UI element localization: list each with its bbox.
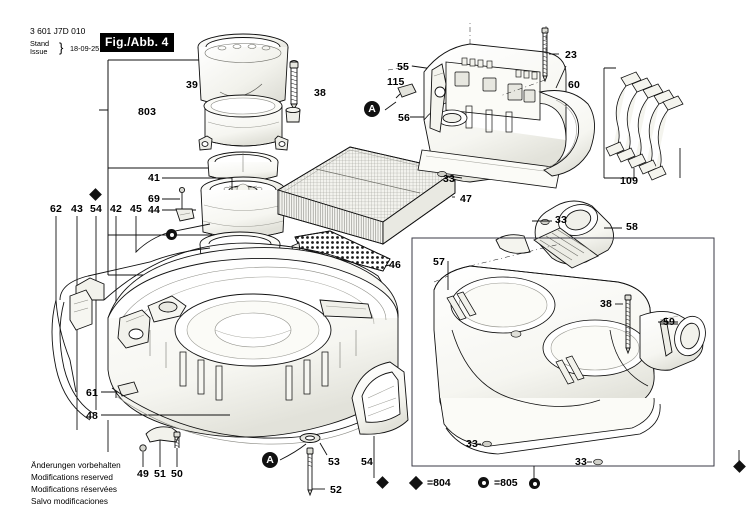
callout-47: 47 bbox=[460, 193, 473, 205]
callout-53: 53 bbox=[328, 456, 341, 468]
callout-54-left: 54 bbox=[90, 203, 103, 215]
callout-60: 60 bbox=[568, 79, 581, 91]
brace-glyph: } bbox=[59, 40, 64, 55]
callout-44: 44 bbox=[148, 204, 161, 216]
marker-a-bottom: A bbox=[262, 452, 278, 468]
footer-line-fr: Modifications réservées bbox=[31, 485, 118, 494]
marker-circle-805-body bbox=[166, 229, 177, 240]
marker-a-top: A bbox=[364, 101, 380, 117]
callout-33-filter: 33 bbox=[443, 173, 456, 185]
callout-56: 56 bbox=[398, 112, 411, 124]
callout-38-right: 38 bbox=[600, 298, 613, 310]
issue-date: 18-09-25 bbox=[70, 44, 100, 53]
legend-circle-icon bbox=[478, 477, 489, 488]
issue-label: Issue bbox=[30, 47, 48, 56]
callout-50: 50 bbox=[171, 468, 184, 480]
callout-803: 803 bbox=[138, 106, 157, 118]
callout-46: 46 bbox=[389, 259, 402, 271]
marker-circle-805-bottom bbox=[529, 478, 540, 489]
callout-38-top: 38 bbox=[314, 87, 327, 99]
stand-label: Stand bbox=[30, 39, 50, 48]
callout-48: 48 bbox=[86, 410, 99, 422]
legend-circle-text: =805 bbox=[494, 477, 518, 489]
footer-line-en: Modifications reserved bbox=[31, 473, 113, 482]
callout-49: 49 bbox=[137, 468, 150, 480]
callout-39: 39 bbox=[186, 79, 199, 91]
callout-62: 62 bbox=[50, 203, 63, 215]
callout-52: 52 bbox=[330, 484, 343, 496]
callout-57: 57 bbox=[433, 256, 446, 268]
callout-61: 61 bbox=[86, 387, 99, 399]
callout-55: 55 bbox=[397, 61, 410, 73]
callout-33-skirt-left: 33 bbox=[466, 438, 479, 450]
callout-45: 45 bbox=[130, 203, 143, 215]
callout-69: 69 bbox=[148, 193, 161, 205]
callout-23: 23 bbox=[565, 49, 578, 61]
footer-line-es: Salvo modificaciones bbox=[31, 497, 108, 506]
figure-badge: Fig./Abb. 4 bbox=[100, 33, 174, 52]
callout-41: 41 bbox=[148, 172, 161, 184]
callout-54-bottom: 54 bbox=[361, 456, 374, 468]
callout-58: 58 bbox=[626, 221, 639, 233]
callout-42: 42 bbox=[110, 203, 123, 215]
part-code: 3 601 J7D 010 bbox=[30, 26, 86, 36]
callout-59: 59 bbox=[663, 316, 676, 328]
callout-33-motor: 33 bbox=[555, 214, 568, 226]
callout-33-skirt-right: 33 bbox=[575, 456, 588, 468]
callout-51: 51 bbox=[154, 468, 167, 480]
callout-43: 43 bbox=[71, 203, 84, 215]
legend-diamond-text: =804 bbox=[427, 477, 451, 489]
callout-115: 115 bbox=[387, 76, 405, 88]
footer-line-de: Änderungen vorbehalten bbox=[31, 461, 121, 470]
callout-109: 109 bbox=[620, 175, 639, 187]
